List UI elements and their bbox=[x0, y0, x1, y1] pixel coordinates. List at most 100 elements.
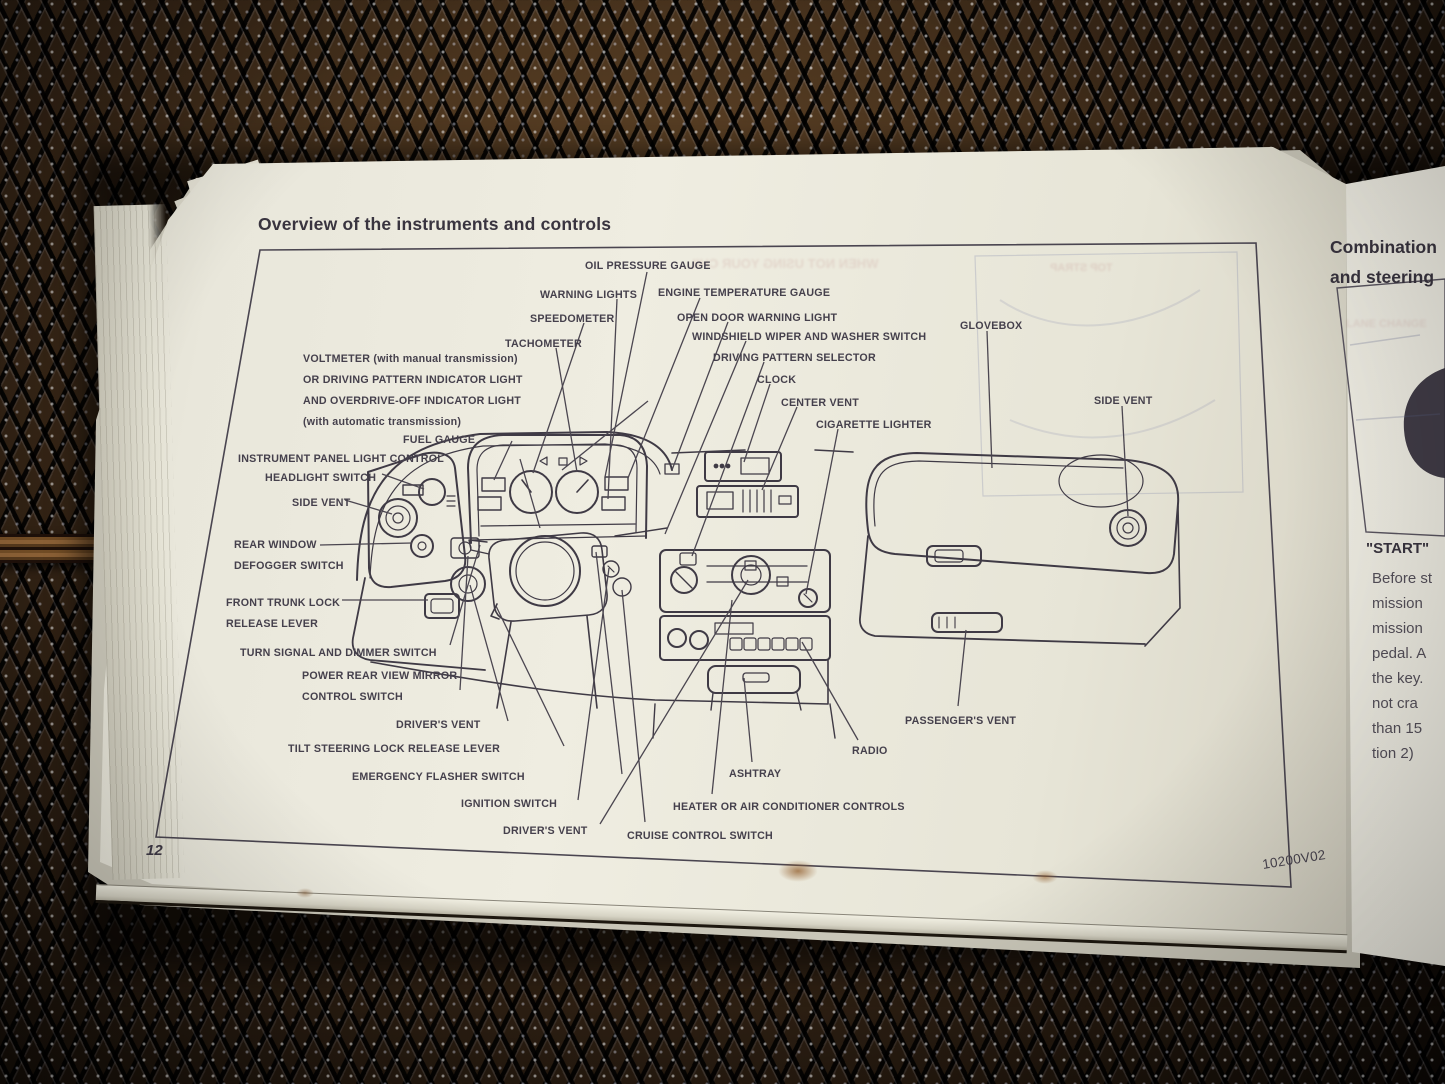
callout-cruise-control-switch: CRUISE CONTROL SWITCH bbox=[627, 830, 773, 842]
leader-line-cruise-control-switch bbox=[621, 589, 646, 823]
leader-line-side-vent-left bbox=[344, 499, 393, 515]
leader-line-windshield-wiper-and-washer-switch bbox=[664, 340, 747, 535]
callout-radio: RADIO bbox=[852, 745, 888, 757]
heater-radio-stack-drawing bbox=[659, 549, 831, 711]
right-page-body-line-4: the key. bbox=[1372, 670, 1424, 687]
page-number: 12 bbox=[146, 842, 163, 859]
page-stain bbox=[296, 888, 314, 898]
start-section-heading: "START" bbox=[1366, 540, 1430, 557]
leader-line-tachometer bbox=[555, 347, 578, 473]
callout-ignition-switch: IGNITION SWITCH bbox=[461, 798, 558, 810]
callout-rear-window-defogger-switch: REAR WINDOW DEFOGGER SWITCH bbox=[234, 539, 344, 572]
callout-side-vent-left: SIDE VENT bbox=[292, 497, 351, 509]
dashboard-diagram bbox=[351, 431, 1181, 739]
right-page-body-line-5: not cra bbox=[1372, 695, 1418, 712]
diagram-frame bbox=[155, 242, 1292, 888]
leader-line-cigarette-lighter bbox=[805, 428, 839, 595]
callout-windshield-wiper-and-washer-switch: WINDSHIELD WIPER AND WASHER SWITCH bbox=[692, 331, 927, 343]
leader-line-drivers-vent-lower bbox=[599, 579, 749, 825]
leader-line-tilt-steering-lock-release-lever bbox=[495, 605, 565, 747]
callout-instrument-panel-light-control: INSTRUMENT PANEL LIGHT CONTROL bbox=[238, 453, 445, 465]
callout-voltmeter-or-driving-pattern-indicator: VOLTMETER (with manual transmission) OR … bbox=[303, 353, 523, 428]
callout-glovebox: GLOVEBOX bbox=[960, 320, 1023, 332]
callout-turn-signal-and-dimmer-switch: TURN SIGNAL AND DIMMER SWITCH bbox=[240, 647, 437, 659]
leader-line-glovebox bbox=[986, 330, 993, 469]
leader-line-emergency-flasher-switch bbox=[595, 551, 623, 775]
leader-line-open-door-warning-light bbox=[671, 321, 729, 471]
leader-line-speedometer bbox=[532, 322, 585, 474]
leader-line-voltmeter-or-driving-pattern-indicator bbox=[561, 400, 649, 471]
leader-line-instrument-panel-light-control bbox=[519, 458, 541, 529]
callout-front-trunk-lock-release-lever: FRONT TRUNK LOCK RELEASE LEVER bbox=[226, 597, 341, 630]
callout-drivers-vent-lower: DRIVER'S VENT bbox=[503, 825, 588, 837]
leader-line-power-rear-view-mirror-control-switch bbox=[459, 555, 469, 691]
callout-power-rear-view-mirror-control-switch: POWER REAR VIEW MIRROR CONTROL SWITCH bbox=[302, 670, 458, 703]
right-page-heading-line2: and steering bbox=[1330, 267, 1435, 287]
leader-line-turn-signal-and-dimmer-switch bbox=[449, 544, 481, 646]
callout-heater-or-air-conditioner-controls: HEATER OR AIR CONDITIONER CONTROLS bbox=[673, 801, 905, 813]
leader-line-radio bbox=[801, 641, 859, 741]
leader-line-ashtray bbox=[743, 677, 753, 763]
radio-drawing bbox=[659, 615, 831, 661]
leader-line-clock bbox=[743, 383, 771, 463]
ghost-figure-box bbox=[974, 251, 1244, 497]
callout-open-door-warning-light: OPEN DOOR WARNING LIGHT bbox=[677, 312, 838, 324]
leader-line-passengers-vent bbox=[957, 629, 967, 707]
callout-cigarette-lighter: CIGARETTE LIGHTER bbox=[816, 419, 932, 431]
page-title: Overview of the instruments and controls bbox=[258, 214, 612, 234]
steering-column-drawing bbox=[450, 527, 771, 709]
right-page-figure-box bbox=[1336, 278, 1445, 537]
right-page-body-line-2: mission bbox=[1372, 620, 1423, 637]
leader-line-engine-temperature-gauge bbox=[627, 297, 701, 479]
passenger-vent-drawing bbox=[931, 612, 1003, 633]
callout-fuel-gauge: FUEL GAUGE bbox=[403, 434, 476, 446]
leader-line-drivers-vent-upper bbox=[469, 584, 509, 722]
leader-line-heater-or-air-conditioner-controls bbox=[711, 599, 733, 795]
steering-wheel-partial-drawing bbox=[1403, 368, 1445, 478]
front-trunk-lever-drawing bbox=[424, 593, 460, 619]
callout-headlight-switch: HEADLIGHT SWITCH bbox=[265, 472, 377, 484]
center-stack-drawing bbox=[696, 451, 799, 518]
callout-tilt-steering-lock-release-lever: TILT STEERING LOCK RELEASE LEVER bbox=[288, 743, 501, 755]
leader-line-oil-pressure-gauge bbox=[604, 271, 648, 478]
ghost-figure-scribbles bbox=[999, 289, 1216, 439]
leader-line-side-vent-right bbox=[1121, 405, 1129, 517]
callout-clock: CLOCK bbox=[757, 374, 797, 386]
right-page-body-text: Before st mission mission pedal. A the key. n… bbox=[1372, 566, 1445, 766]
right-page-body-line-1: mission bbox=[1372, 595, 1423, 612]
lower-dash-lines-drawing bbox=[370, 659, 836, 739]
leader-line-center-vent bbox=[761, 406, 798, 491]
leader-line-warning-lights bbox=[607, 298, 618, 500]
callout-speedometer: SPEEDOMETER bbox=[530, 313, 615, 325]
right-page-body-line-0: Before st bbox=[1372, 570, 1433, 587]
callout-warning-lights: WARNING LIGHTS bbox=[540, 289, 638, 301]
right-page-heading: Combination and steering bbox=[1330, 232, 1437, 292]
right-page-heading-line1: Combination bbox=[1330, 237, 1437, 257]
callout-driving-pattern-selector: DRIVING PATTERN SELECTOR bbox=[713, 352, 876, 364]
right-page-body-line-6: than 15 bbox=[1372, 720, 1423, 737]
leader-line-driving-pattern-selector bbox=[691, 361, 765, 557]
leader-line-headlight-switch bbox=[381, 473, 425, 490]
callout-side-vent-right: SIDE VENT bbox=[1094, 395, 1153, 407]
callout-tachometer: TACHOMETER bbox=[505, 338, 582, 350]
callout-oil-pressure-gauge: OIL PRESSURE GAUGE bbox=[585, 260, 711, 272]
cigarette-lighter-knob-drawing bbox=[798, 588, 818, 608]
right-page-body-line-3: pedal. A bbox=[1372, 645, 1427, 662]
right-page-body-line-7: tion 2) bbox=[1372, 745, 1414, 762]
callout-engine-temperature-gauge: ENGINE TEMPERATURE GAUGE bbox=[658, 287, 831, 299]
page-stain bbox=[778, 860, 818, 882]
ashtray-drawing bbox=[707, 665, 801, 694]
callout-ashtray: ASHTRAY bbox=[729, 768, 782, 780]
callout-passengers-vent: PASSENGER'S VENT bbox=[905, 715, 1017, 727]
callout-emergency-flasher-switch: EMERGENCY FLASHER SWITCH bbox=[352, 771, 525, 783]
callout-drivers-vent-upper: DRIVER'S VENT bbox=[396, 719, 481, 731]
callout-center-vent: CENTER VENT bbox=[781, 397, 859, 409]
leader-line-fuel-gauge bbox=[493, 440, 513, 481]
right-box-faint-lines bbox=[1349, 334, 1441, 421]
leader-line-rear-window-defogger-switch bbox=[319, 542, 413, 546]
leader-line-ignition-switch bbox=[577, 567, 610, 801]
